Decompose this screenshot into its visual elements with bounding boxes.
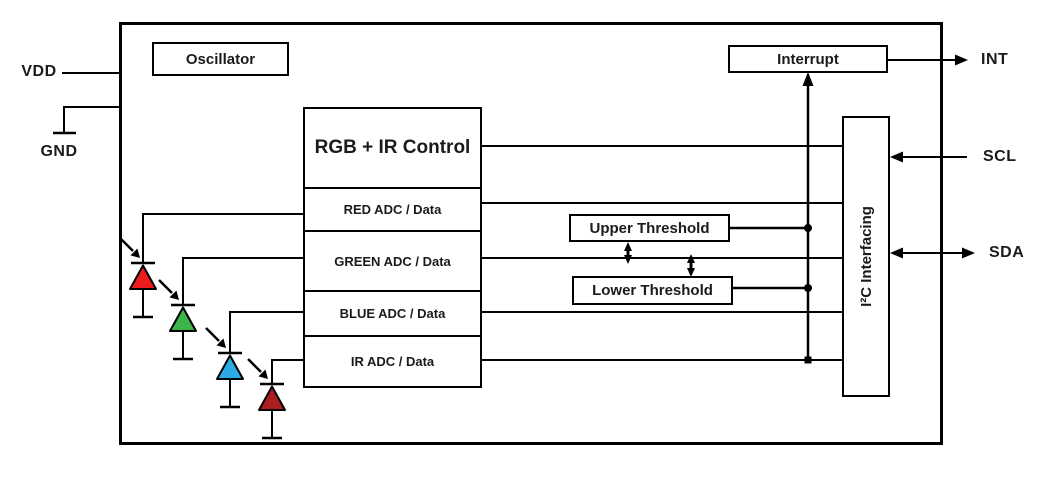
green-adc-section: GREEN ADC / Data [305, 232, 480, 292]
red-pd-wire [142, 213, 304, 262]
scl-pin-label: SCL [983, 148, 1017, 165]
gnd-pin-label: GND [40, 143, 78, 160]
rgb-ir-control-label: RGB + IR Control [314, 137, 471, 158]
lower-threshold-compare-arrow [687, 254, 695, 277]
scl-wire [890, 151, 967, 163]
lower-threshold-block: Lower Threshold [572, 276, 733, 305]
blue-adc-label: BLUE ADC / Data [339, 306, 446, 321]
gnd-lead-line [63, 106, 122, 132]
oscillator-block: Oscillator [152, 42, 289, 76]
int-wire [888, 54, 968, 66]
int-arrowhead [955, 54, 968, 66]
sda-wire [890, 247, 975, 259]
i2c-interfacing-label: I²C Interfacing [857, 206, 875, 307]
ir-adc-label: IR ADC / Data [350, 354, 435, 369]
green-adc-label: GREEN ADC / Data [334, 253, 451, 269]
blue-adc-section: BLUE ADC / Data [305, 292, 480, 337]
upper-threshold-block: Upper Threshold [569, 214, 730, 242]
ir-line-junction-dot [804, 356, 812, 364]
rgb-ir-control-section: RGB + IR Control [305, 109, 480, 189]
scl-arrowhead [890, 151, 903, 163]
upper-threshold-compare-arrow [624, 242, 632, 264]
red-adc-label: RED ADC / Data [343, 202, 442, 217]
interrupt-label: Interrupt [777, 50, 839, 68]
int-pin-label: INT [981, 51, 1009, 68]
chip-boundary [119, 22, 943, 445]
vdd-pin-label: VDD [21, 63, 57, 80]
ir-adc-section: IR ADC / Data [305, 337, 480, 386]
blue-pd-and-signal-wire [229, 311, 843, 352]
upper-threshold-label: Upper Threshold [589, 219, 710, 237]
oscillator-label: Oscillator [185, 50, 256, 68]
rgb-ir-adc-block: RGB + IR Control RED ADC / Data GREEN AD… [303, 107, 482, 388]
i2c-interfacing-block: I²C Interfacing [842, 116, 890, 397]
green-pd-and-signal-wire [182, 257, 843, 304]
lower-threshold-label: Lower Threshold [592, 282, 713, 299]
interrupt-arrowhead [802, 72, 814, 86]
red-adc-section: RED ADC / Data [305, 189, 480, 232]
ir-pd-and-signal-wire [271, 359, 843, 383]
interrupt-block: Interrupt [728, 45, 888, 73]
sda-arrowhead-right [962, 247, 975, 259]
sda-arrowhead-left [890, 247, 903, 259]
sda-pin-label: SDA [989, 244, 1025, 261]
